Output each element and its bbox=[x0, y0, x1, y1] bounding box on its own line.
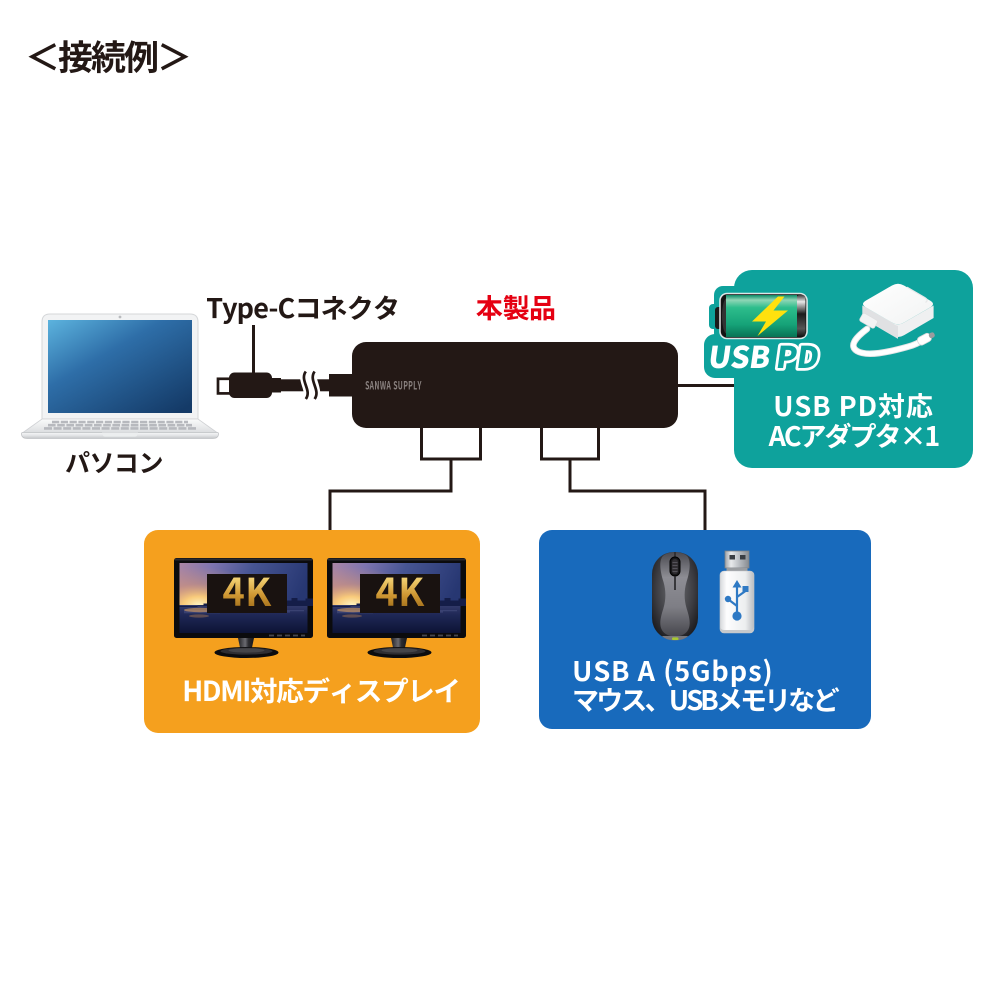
usb-box-label: USB A (5Gbps) マウス、USBメモリなど bbox=[572, 650, 840, 718]
product-label: 本製品 bbox=[476, 287, 556, 326]
usb-pd-logo-usb: USB bbox=[706, 333, 774, 377]
monitor-right bbox=[327, 558, 466, 658]
hdmi-box-label: HDMI対応ディスプレイ bbox=[182, 669, 461, 709]
hub-plug bbox=[329, 374, 356, 397]
laptop-icon bbox=[20, 313, 220, 439]
adapter-body bbox=[859, 283, 934, 339]
battery-cap-right bbox=[796, 295, 806, 337]
usb-trident-symbol bbox=[724, 580, 749, 621]
pd-box-line2: ACアダプタ×1 bbox=[768, 415, 941, 454]
laptop-webcam bbox=[118, 315, 122, 319]
cable-break-symbol bbox=[299, 363, 321, 406]
usb-devices-box: USB A (5Gbps) マウス、USBメモリなど bbox=[539, 530, 871, 729]
usb-pd-logo: USB PD bbox=[706, 330, 825, 379]
line-hub-to-usb bbox=[540, 426, 707, 533]
lightning-bolt-icon bbox=[752, 296, 788, 336]
line-hub-to-hdmi bbox=[328, 426, 482, 533]
mouse-icon bbox=[652, 552, 698, 641]
typec-plug-icon bbox=[216, 363, 356, 406]
typec-connector-label: Type-Cコネクタ bbox=[206, 287, 400, 326]
pd-box-label: USB PD対応 ACアダプタ×1 bbox=[734, 390, 973, 450]
adapter-top-face bbox=[863, 283, 933, 325]
diagram-title: ＜接続例＞ bbox=[25, 30, 192, 81]
hub-brand-text: SANWA SUPPLY bbox=[365, 377, 422, 394]
usb-hub-device: SANWA SUPPLY bbox=[352, 342, 678, 428]
usb-memory-icon bbox=[719, 550, 755, 634]
laptop-trackpad-notch bbox=[102, 432, 138, 437]
adapter-port bbox=[859, 312, 878, 329]
usb-box-line1: USB A (5Gbps) bbox=[572, 650, 774, 689]
computer-label: パソコン bbox=[64, 444, 164, 480]
usb-box-line2: マウス、USBメモリなど bbox=[572, 678, 840, 718]
usb-devices bbox=[652, 550, 755, 641]
usbc-cable-plug bbox=[916, 332, 935, 346]
usb-pd-logo-pd: PD bbox=[774, 333, 823, 377]
monitor-left bbox=[174, 558, 313, 658]
pd-box-line1: USB PD対応 bbox=[773, 385, 934, 424]
laptop-screen bbox=[48, 320, 192, 413]
adapter-cable bbox=[850, 325, 935, 357]
typec-leader-line bbox=[252, 325, 255, 374]
hdmi-monitors: 4K bbox=[174, 558, 466, 658]
ac-adapter-icon bbox=[850, 283, 935, 357]
battery-icon bbox=[715, 292, 808, 340]
usb-pd-badge: USB PD bbox=[704, 286, 844, 380]
typec-body bbox=[229, 372, 272, 398]
